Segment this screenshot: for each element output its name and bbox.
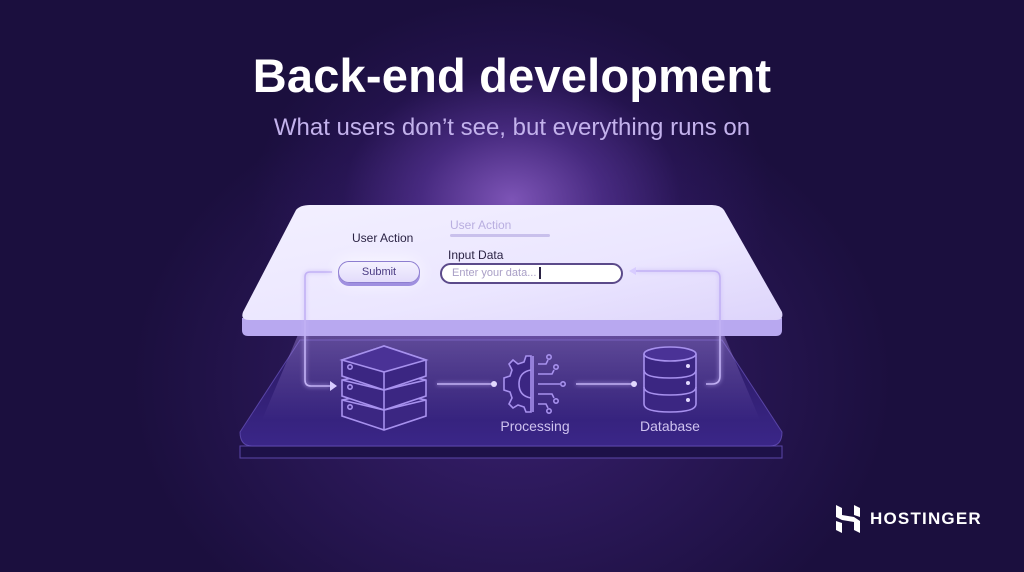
arrow-head-icon <box>629 267 636 275</box>
connector-dot <box>631 381 637 387</box>
server-stack-icon <box>339 345 429 431</box>
connector-dot <box>491 381 497 387</box>
brand-name: HOSTINGER <box>870 509 982 528</box>
input-placeholder: Enter your data... <box>452 267 537 279</box>
user-action-label: User Action <box>352 231 414 245</box>
input-data-label: Input Data <box>448 248 504 262</box>
database-label: Database <box>640 418 700 434</box>
page-title: Back-end development <box>252 49 772 102</box>
data-input-field[interactable]: Enter your data... <box>440 263 623 284</box>
page-subtitle: What users don’t see, but everything run… <box>273 114 751 141</box>
hostinger-h-icon <box>836 505 860 533</box>
gear-circuit-icon <box>503 353 566 414</box>
database-icon <box>643 346 697 413</box>
user-action-underline <box>450 234 550 237</box>
brand-logo: HOSTINGER <box>836 505 982 533</box>
flow-lines <box>304 270 721 387</box>
submit-button[interactable]: Submit <box>338 261 420 283</box>
arrow-head-icon <box>330 381 337 391</box>
text-caret <box>539 267 541 280</box>
user-action-faded-label: User Action <box>450 218 512 232</box>
processing-label: Processing <box>500 418 570 434</box>
frontend-panel <box>242 205 783 336</box>
